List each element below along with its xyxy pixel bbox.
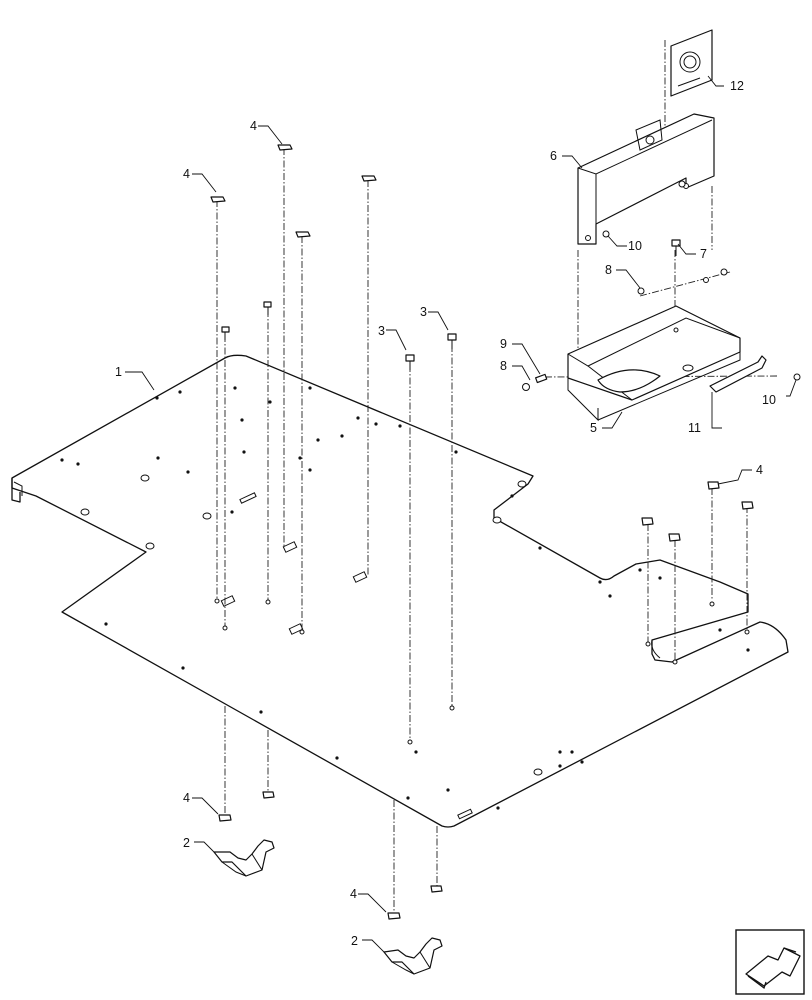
callout-6: 6: [550, 149, 557, 163]
callout-4: 4: [250, 119, 257, 133]
callout-labels: 1 2 2 3 3 4 4 4 4 4 5 6 7 8 8 9 10 10 11…: [115, 79, 776, 948]
callout-10: 10: [628, 239, 642, 253]
callout-10: 10: [762, 393, 776, 407]
fasteners: [210, 144, 754, 920]
bracket-upper: [213, 839, 275, 877]
callout-3: 3: [378, 324, 385, 338]
callout-3: 3: [420, 305, 427, 319]
decal: [670, 29, 713, 97]
centerlines: [216, 40, 779, 916]
cover-panel: [577, 113, 715, 245]
callout-12: 12: [730, 79, 744, 93]
slot: [239, 492, 257, 504]
tray-hardware: [522, 180, 801, 391]
callout-9: 9: [500, 337, 507, 351]
callout-5: 5: [590, 421, 597, 435]
callout-4: 4: [183, 167, 190, 181]
floor-plate: [11, 354, 789, 828]
callout-4: 4: [183, 791, 190, 805]
leader-lines: [125, 75, 797, 953]
callout-4: 4: [756, 463, 763, 477]
callout-2: 2: [183, 836, 190, 850]
bracket-lower: [383, 937, 443, 975]
callout-1: 1: [115, 365, 122, 379]
callout-8: 8: [605, 263, 612, 277]
strap: [709, 355, 767, 393]
callout-8: 8: [500, 359, 507, 373]
tray: [567, 305, 741, 422]
callout-2: 2: [351, 934, 358, 948]
callout-7: 7: [700, 247, 707, 261]
callout-4: 4: [350, 887, 357, 901]
next-page-arrow-icon[interactable]: [735, 929, 805, 995]
slot: [457, 808, 473, 820]
callout-11: 11: [688, 421, 701, 435]
